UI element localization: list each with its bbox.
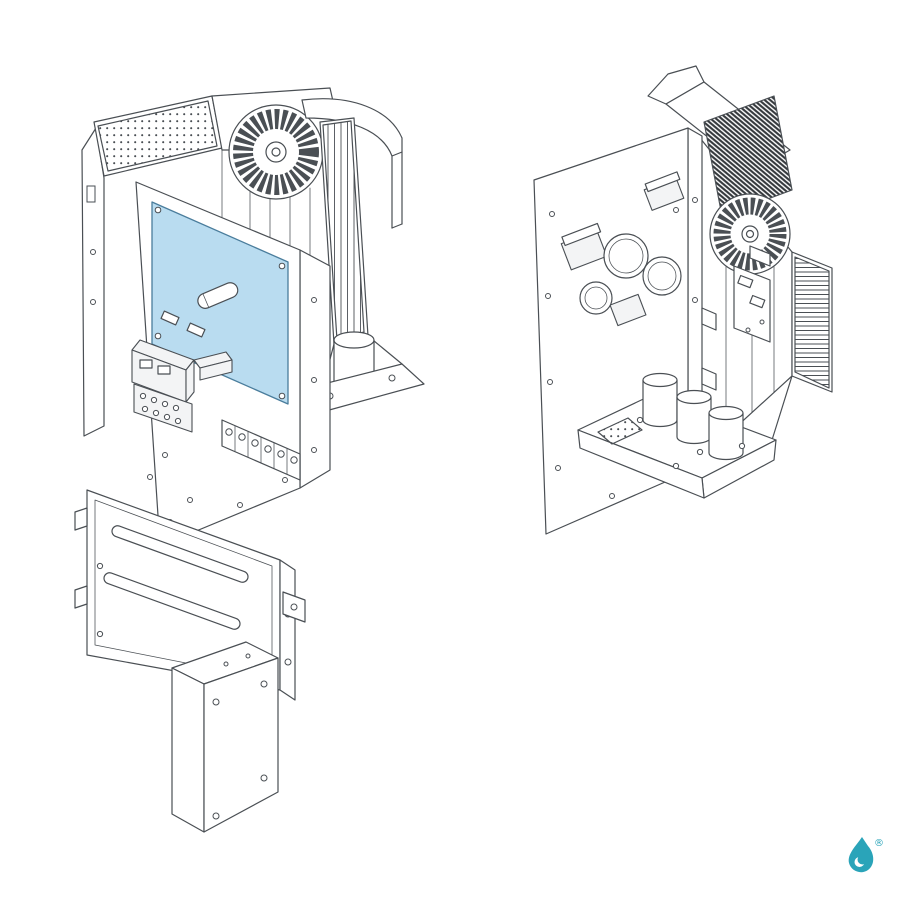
water-drop-icon <box>848 837 874 873</box>
pcb-screw <box>154 206 162 214</box>
screw <box>260 680 268 688</box>
screw-hole <box>90 299 96 305</box>
bottom-junction-box <box>171 641 279 833</box>
side-panel-slot <box>86 185 96 203</box>
cover-flange <box>279 559 296 701</box>
capacitor-cylinder <box>676 389 712 445</box>
shelf-vent-perforation <box>597 417 643 445</box>
cooling-fan <box>228 104 324 200</box>
screw-hole <box>90 249 96 255</box>
mount-tab <box>74 585 88 609</box>
left-unit-exploded-view <box>74 87 425 833</box>
hinge-bracket <box>701 307 717 391</box>
pcb-screw <box>154 332 162 340</box>
left-side-panel <box>81 127 105 437</box>
control-pcb-panel <box>151 201 289 405</box>
relay-component <box>609 293 647 327</box>
screw <box>212 812 220 820</box>
right-unit-chassis <box>647 65 833 461</box>
capacitor-component <box>197 282 239 309</box>
right-unit-open-view <box>533 65 833 535</box>
brand-logo: ® <box>848 837 884 873</box>
dark-vent-grille <box>703 95 793 217</box>
terminal-block <box>133 383 193 433</box>
capacitor-cylinder <box>708 405 744 461</box>
left-unit-chassis <box>81 87 425 437</box>
ic-component <box>160 310 180 326</box>
screw-hole <box>388 374 396 382</box>
cover-slot <box>103 572 241 630</box>
relay-component <box>643 171 685 211</box>
wall-bottom-edge <box>771 375 793 441</box>
top-spine <box>647 65 705 105</box>
capacitor-top <box>579 233 682 315</box>
screw <box>260 774 268 782</box>
driver-pcb <box>733 245 771 343</box>
cooling-fan <box>709 193 791 275</box>
pcb-screw <box>278 262 286 270</box>
heatsink-fins-lines <box>322 120 365 341</box>
ic-component <box>186 322 206 338</box>
screw-hole <box>284 658 292 666</box>
left-unit-door <box>131 181 331 547</box>
pcb-screw <box>278 392 286 400</box>
cover-slot <box>111 525 249 583</box>
motor-cylinder-top <box>333 331 375 349</box>
capacitor-shelf <box>577 372 777 499</box>
capacitor-cylinder <box>642 372 678 428</box>
cover-plate <box>74 489 306 701</box>
terminal-strip <box>221 419 301 481</box>
vent-grille-perforation <box>97 100 218 172</box>
mount-tab <box>74 507 88 531</box>
relay-component <box>560 222 608 271</box>
drop-swirl-core <box>857 854 868 865</box>
screw <box>212 698 220 706</box>
registered-trademark: ® <box>874 838 884 849</box>
shelf-screws <box>636 416 746 470</box>
motor-bracket <box>299 331 425 413</box>
heatsink-fins <box>794 256 830 389</box>
shelf-left-edge <box>577 429 705 499</box>
